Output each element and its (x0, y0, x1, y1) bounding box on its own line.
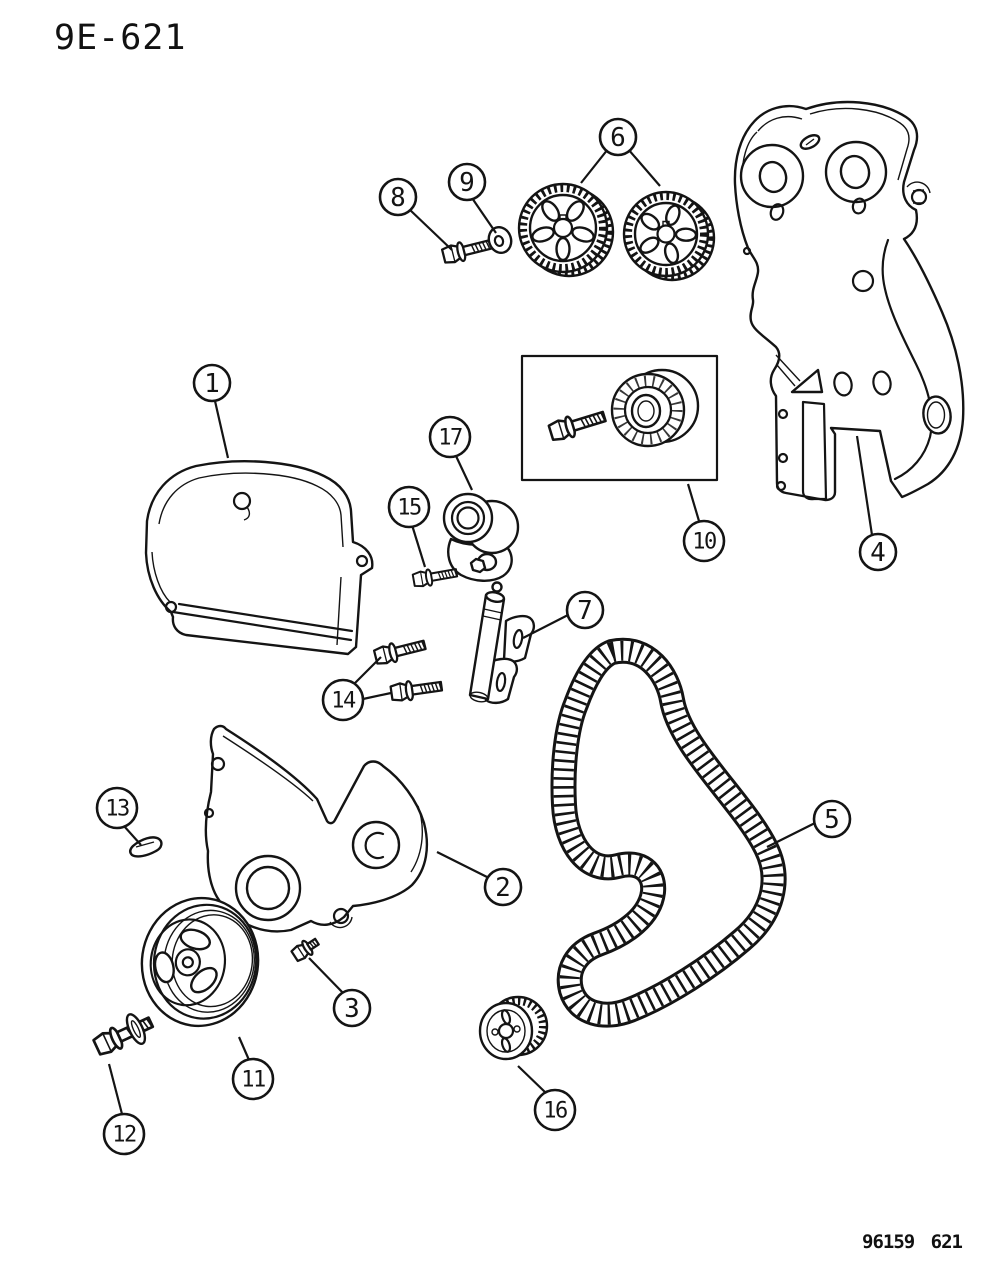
svg-text:13: 13 (105, 797, 129, 822)
leader-lines (107, 148, 874, 1115)
inner-timing-cover (733, 100, 965, 502)
callout-6: 6 (598, 117, 638, 157)
idler-pulley-kit-box (520, 354, 719, 482)
figure-number: 96159 621 (862, 1231, 963, 1253)
svg-text:15: 15 (397, 496, 421, 521)
callout-14: 14 (321, 678, 365, 722)
svg-text:8: 8 (390, 183, 406, 213)
access-plug (129, 836, 163, 858)
svg-text:2: 2 (495, 873, 511, 903)
callout-17: 17 (428, 415, 472, 459)
cover-bolt-3 (289, 933, 323, 965)
sprocket-spoke-windows (639, 204, 698, 265)
sprocket-bolt (440, 233, 496, 267)
svg-text:5: 5 (824, 805, 840, 835)
callout-7: 7 (565, 590, 605, 630)
crankshaft-sprocket (478, 995, 549, 1061)
cover-bolt-14b (389, 675, 444, 704)
upper-outer-timing-cover (144, 460, 374, 656)
svg-text:14: 14 (331, 689, 356, 714)
tensioner-bolt (411, 563, 459, 590)
callout-5: 5 (812, 799, 852, 839)
belt-tensioner (468, 581, 536, 705)
callout-8: 8 (378, 177, 418, 217)
callout-13: 13 (95, 786, 139, 830)
callout-11: 11 (231, 1057, 275, 1101)
damper-bolt-washer (90, 1010, 157, 1059)
callout-1: 1 (192, 363, 232, 403)
idler-bolt (546, 405, 609, 445)
camshaft-sprocket-right (622, 190, 716, 282)
callout-4: 4 (858, 532, 898, 572)
timing-belt (550, 637, 787, 1028)
svg-text:3: 3 (344, 994, 360, 1024)
idler-pulley (610, 368, 700, 448)
svg-text:10: 10 (692, 530, 716, 555)
svg-text:4: 4 (870, 538, 886, 568)
tensioner-pulley (442, 492, 520, 582)
callout-2: 2 (483, 867, 523, 907)
svg-text:6: 6 (610, 123, 626, 153)
callout-15: 15 (387, 485, 431, 529)
camshaft-sprocket-left (517, 182, 615, 278)
sprocket-spoke-windows (531, 200, 595, 262)
svg-text:1: 1 (204, 369, 220, 399)
crankshaft-damper-pulley (140, 896, 260, 1028)
lower-outer-timing-cover (203, 724, 429, 933)
callout-3: 3 (332, 988, 372, 1028)
callout-16: 16 (533, 1088, 577, 1132)
svg-text:16: 16 (543, 1099, 567, 1124)
callout-9: 9 (447, 162, 487, 202)
sprocket-washer (487, 225, 513, 255)
svg-text:9: 9 (459, 168, 475, 198)
callout-12: 12 (102, 1112, 146, 1156)
cover-bolt-14a (372, 634, 428, 668)
svg-text:17: 17 (438, 426, 462, 451)
svg-text:11: 11 (241, 1068, 265, 1093)
callout-10: 10 (682, 519, 726, 563)
svg-text:7: 7 (577, 596, 593, 626)
svg-text:12: 12 (112, 1123, 136, 1148)
page-code: 9E-621 (54, 18, 187, 58)
